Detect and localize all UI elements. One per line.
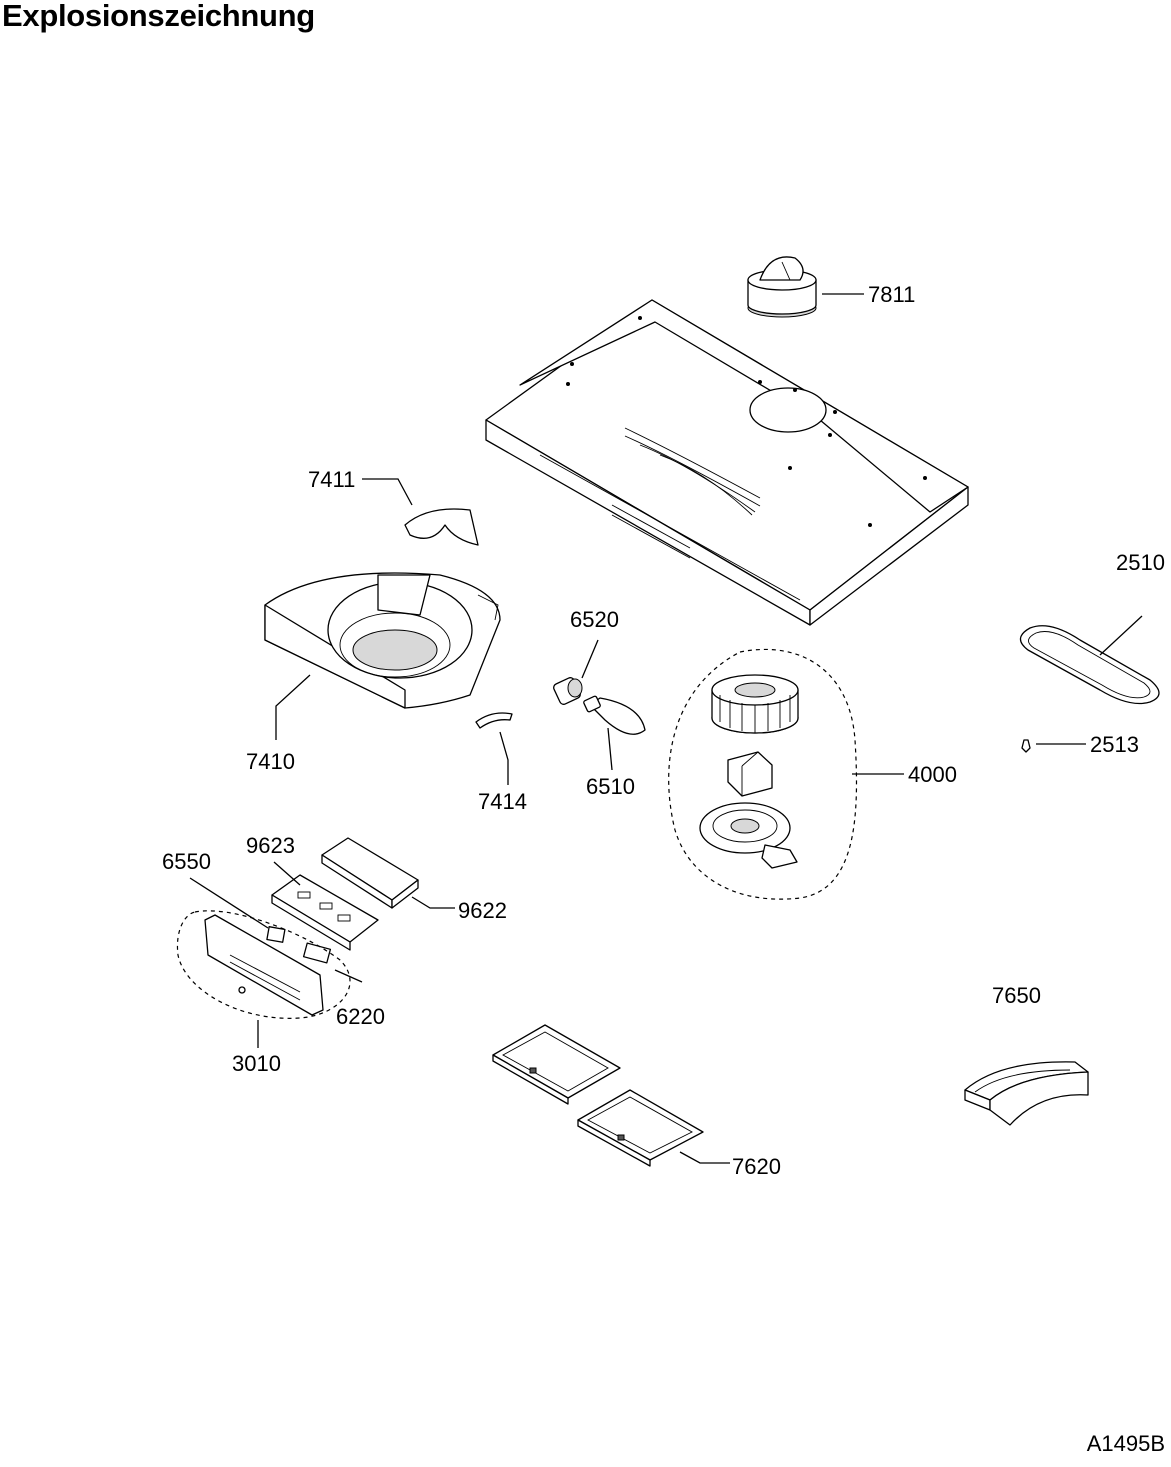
part-label-6520: 6520	[570, 607, 619, 632]
vent-slots	[624, 427, 761, 516]
part-label-6510: 6510	[586, 774, 635, 799]
control-board-part	[271, 874, 379, 951]
switch-6220-part	[302, 942, 332, 964]
page-title: Explosionszeichnung	[2, 0, 315, 33]
part-label-3010: 3010	[232, 1051, 281, 1076]
part-label-7410: 7410	[246, 749, 295, 774]
motor-assembly-part	[668, 648, 858, 900]
lamp-holder-part	[553, 677, 583, 705]
clip-part	[475, 712, 513, 729]
part-label-6550: 6550	[162, 849, 211, 874]
part-label-2513: 2513	[1090, 732, 1139, 757]
part-label-4000: 4000	[908, 762, 957, 787]
part-label-7414: 7414	[478, 789, 527, 814]
gasket-ring-part	[1019, 625, 1160, 705]
hood-housing	[485, 299, 969, 626]
part-label-6220: 6220	[336, 1004, 385, 1029]
exhaust-connector-part	[747, 256, 817, 318]
part-label-7650: 7650	[992, 983, 1041, 1008]
document-id: A1495B	[1086, 1431, 1165, 1456]
switch-6550-part	[266, 926, 286, 943]
blower-housing-part	[264, 572, 501, 709]
cover-plate-part	[321, 837, 419, 909]
part-label-7811: 7811	[868, 282, 915, 307]
control-panel-part	[176, 910, 351, 1019]
part-label-7411: 7411	[308, 467, 355, 492]
part-labels: 7811 7411 2510 6520 7410 7414 6510 4000 …	[162, 282, 1165, 1179]
screw-part	[1021, 739, 1031, 753]
part-label-9623: 9623	[246, 833, 295, 858]
part-label-2510: 2510	[1116, 550, 1165, 575]
leader-lines	[189, 293, 1143, 1164]
bulb-part	[583, 695, 646, 735]
grease-filters-part	[492, 1024, 704, 1167]
part-label-7620: 7620	[732, 1154, 781, 1179]
part-label-9622: 9622	[458, 898, 507, 923]
damper-flap-part	[404, 508, 479, 546]
filter-cover-part	[964, 1061, 1089, 1126]
